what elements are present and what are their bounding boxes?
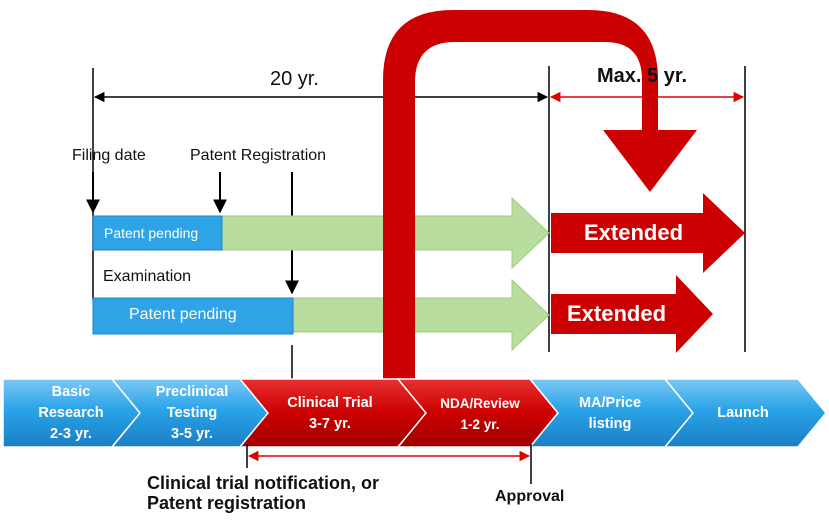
stage-clinical-line2: 3-7 yr. (309, 416, 351, 432)
stage-label-nda-review: NDA/Review 1-2 yr. (422, 393, 538, 435)
extended-arrow-2 (551, 275, 713, 353)
patent-pending-label-1: Patent pending (104, 225, 199, 241)
stage-launch-line1: Launch (717, 405, 769, 421)
approval-label: Approval (495, 488, 565, 505)
term-arrow-2 (291, 278, 550, 352)
stage-basic-line1: Basic (51, 384, 91, 400)
notification-label-line2: Patent registration (147, 493, 307, 513)
patent-pending-box-1 (92, 215, 223, 251)
stage-clinical-line1: Clinical Trial (287, 395, 373, 411)
stage-basic-line3: 2-3 yr. (50, 426, 92, 442)
stage-label-preclinical: Preclinical Testing 3-5 yr. (132, 382, 252, 445)
extended-label-1: Extended (584, 220, 684, 245)
extended-arrow-1 (551, 193, 745, 273)
stage-label-launch: Launch (688, 403, 798, 424)
stage-chevron-launch (663, 378, 827, 448)
stage-label-clinical-trial: Clinical Trial 3-7 yr. (270, 393, 390, 435)
stage-nda-line1: NDA/Review (440, 396, 520, 411)
stage-label-basic-research: Basic Research 2-3 yr. (16, 382, 126, 445)
stage-preclinical-line3: 3-5 yr. (171, 426, 213, 442)
stage-ma-line1: MA/Price (578, 395, 642, 411)
stage-ma-line2: listing (588, 416, 632, 432)
filing-date-label: Filing date (72, 147, 146, 164)
stage-preclinical-line2: Testing (166, 405, 218, 421)
patent-pending-label-2: Patent pending (129, 306, 237, 323)
stage-label-ma-price: MA/Price listing (555, 393, 665, 435)
stage-chevrons (2, 378, 827, 448)
u-turn-arrow (383, 10, 697, 385)
patent-registration-label: Patent Registration (190, 147, 327, 164)
stage-nda-line2: 1-2 yr. (460, 417, 500, 432)
extended-label-2: Extended (567, 301, 667, 326)
examination-label: Examination (103, 268, 192, 285)
notification-label-line1: Clinical trial notification, or (147, 473, 380, 493)
extension-label: Max. 5 yr. (597, 65, 688, 87)
patent-pending-box-2 (92, 297, 294, 335)
stage-preclinical-line1: Preclinical (155, 384, 229, 400)
term-label: 20 yr. (270, 68, 319, 90)
stage-basic-line2: Research (38, 405, 104, 421)
